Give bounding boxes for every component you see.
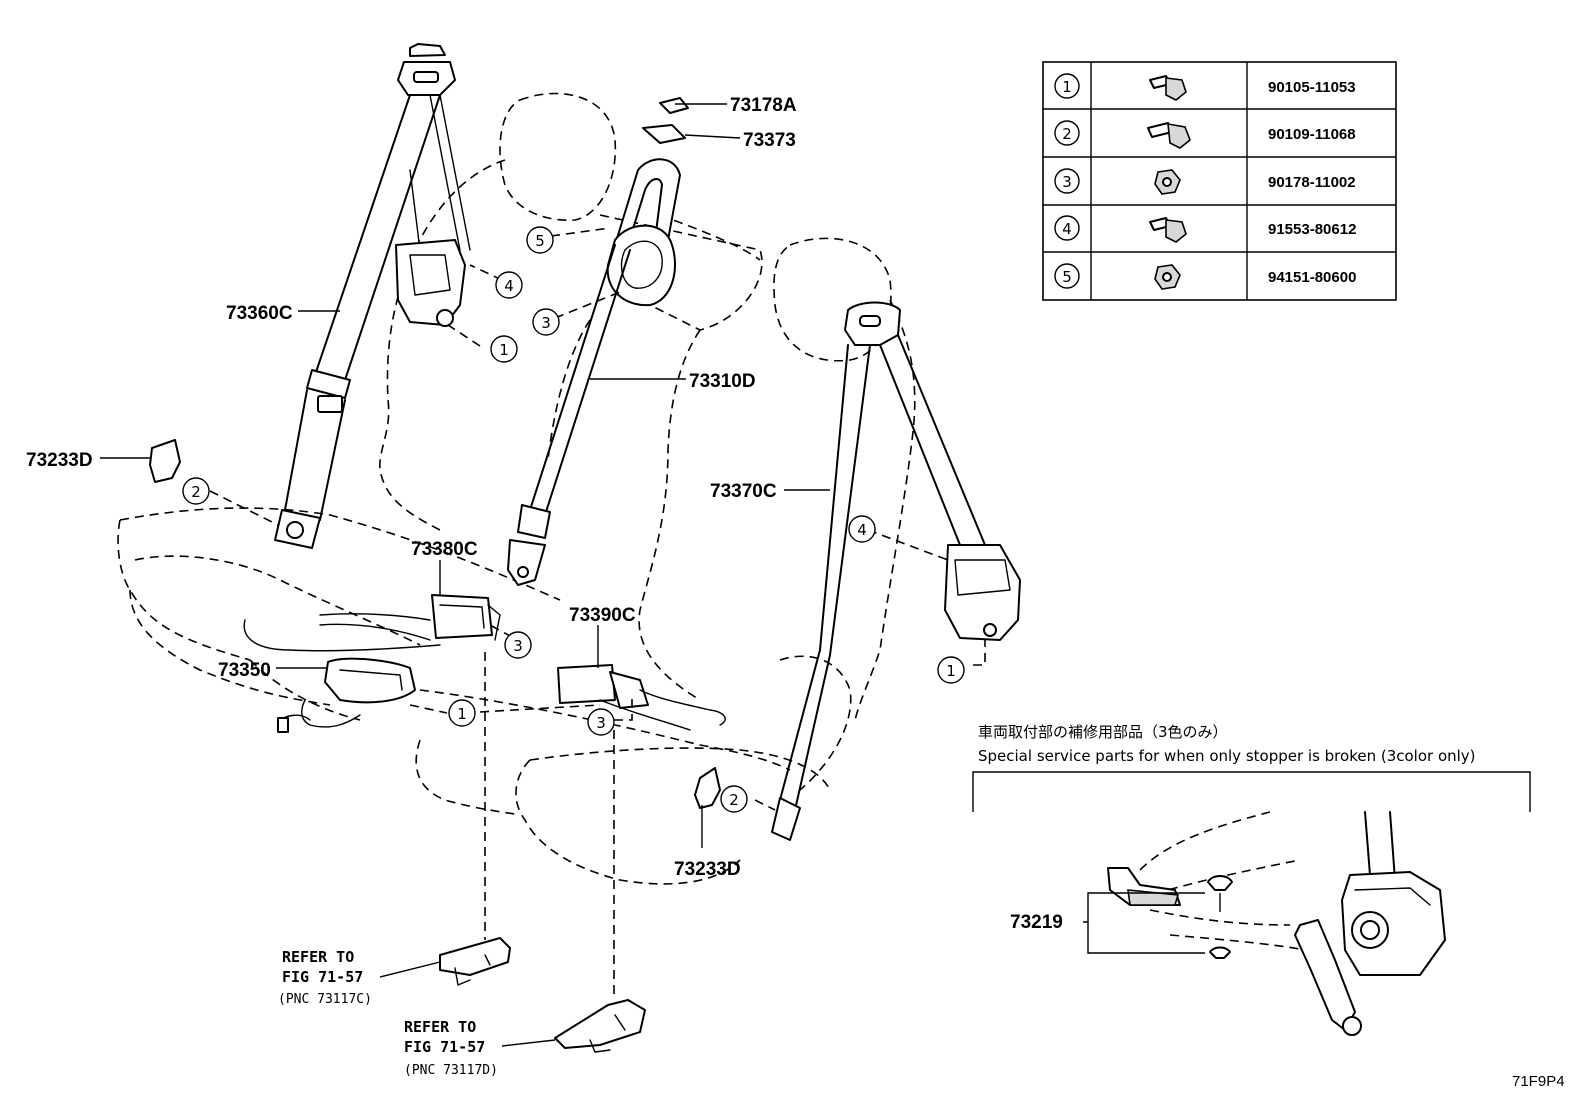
svg-text:2: 2 [729, 791, 739, 809]
bracket-73117D [554, 999, 646, 1053]
svg-text:3: 3 [596, 714, 606, 732]
cover-73233D-left [149, 439, 181, 483]
long-bolt-icon [1147, 122, 1191, 149]
label-73219: 73219 [1010, 912, 1063, 933]
cover-73373 [642, 124, 686, 144]
label-73178A: 73178A [730, 95, 797, 116]
svg-text:1: 1 [946, 662, 956, 680]
callout-2: 2 [720, 785, 748, 813]
service-note-jp: 車両取付部の補修用部品（3色のみ） [978, 723, 1228, 741]
refer-line3: (PNC 73117D) [404, 1063, 498, 1078]
svg-text:3: 3 [513, 637, 523, 655]
callout-3: 3 [587, 708, 615, 736]
svg-text:90178-11002: 90178-11002 [1268, 174, 1356, 191]
svg-text:94151-80600: 94151-80600 [1268, 269, 1356, 286]
svg-text:3: 3 [1062, 173, 1072, 191]
label-73233D-left: 73233D [26, 450, 93, 471]
flange-bolt-icon [1149, 75, 1187, 101]
svg-text:5: 5 [1062, 268, 1072, 286]
label-73310D: 73310D [689, 371, 756, 392]
callout-3: 3 [504, 631, 532, 659]
svg-text:90109-11068: 90109-11068 [1268, 126, 1356, 143]
svg-text:2: 2 [1062, 125, 1072, 143]
label-73350: 73350 [218, 660, 271, 681]
connector-lines [100, 103, 986, 1047]
buckle-73350 [277, 657, 416, 733]
svg-text:4: 4 [504, 277, 514, 295]
svg-text:2: 2 [191, 483, 201, 501]
fastener-row: 4 91553-80612 [1054, 215, 1356, 243]
fastener-row: 1 90105-11053 [1054, 73, 1356, 101]
callout-5: 5 [526, 226, 554, 254]
callout-4: 4 [848, 515, 876, 543]
svg-text:1: 1 [1062, 78, 1072, 96]
label-73370C: 73370C [710, 481, 777, 502]
refer-to-73117C: REFER TO FIG 71-57 (PNC 73117C) [278, 948, 372, 1007]
label-73373: 73373 [743, 130, 796, 151]
buckle-73390C [557, 664, 726, 731]
label-73390C: 73390C [569, 605, 636, 626]
svg-text:4: 4 [1062, 220, 1072, 238]
svg-text:1: 1 [499, 341, 509, 359]
refer-line1: REFER TO [282, 948, 354, 966]
nut-icon [1154, 169, 1181, 195]
svg-text:90105-11053: 90105-11053 [1268, 79, 1356, 96]
flange-bolt-icon [1149, 217, 1187, 243]
label-73233D-bottom: 73233D [674, 859, 741, 880]
buckle-73380C [243, 594, 501, 652]
label-73380C: 73380C [411, 539, 478, 560]
fastener-row: 5 94151-80600 [1054, 263, 1356, 290]
svg-text:3: 3 [541, 314, 551, 332]
callout-2: 2 [182, 477, 210, 505]
seat-belt-73370C [771, 301, 1021, 841]
fastener-row: 3 90178-11002 [1054, 168, 1356, 195]
part-labels: 73178A 73373 73360C 73310D 73233D 73370C… [26, 95, 1063, 933]
bracket-73117C [439, 937, 511, 986]
rear-seat-outline [117, 92, 916, 885]
callout-4: 4 [495, 271, 523, 299]
service-note-en: Special service parts for when only stop… [978, 747, 1476, 765]
refer-line3: (PNC 73117C) [278, 992, 372, 1007]
figure-code: 71F9P4 [1512, 1073, 1565, 1090]
seat-belt-73360C [274, 43, 471, 549]
svg-text:4: 4 [857, 521, 867, 539]
callouts: 5 4 3 1 2 4 3 1 1 3 2 [182, 226, 965, 813]
refer-line2: FIG 71-57 [404, 1038, 485, 1056]
refer-line1: REFER TO [404, 1018, 476, 1036]
seat-belt-73310D [507, 158, 681, 586]
fastener-row: 2 90109-11068 [1054, 120, 1356, 149]
cover-73233D-bottom [694, 767, 721, 809]
label-73360C: 73360C [226, 303, 293, 324]
callout-1: 1 [490, 335, 518, 363]
svg-text:1: 1 [457, 705, 467, 723]
callout-1: 1 [448, 699, 476, 727]
service-parts-inset: 車両取付部の補修用部品（3色のみ） Special service parts … [972, 723, 1531, 1036]
refer-line2: FIG 71-57 [282, 968, 363, 986]
cover-73178A [659, 97, 689, 114]
fastener-table: 1 90105-11053 2 90109-11068 3 [1042, 61, 1397, 301]
nut-icon [1154, 264, 1181, 290]
callout-3: 3 [532, 308, 560, 336]
callout-1: 1 [937, 656, 965, 684]
refer-to-73117D: REFER TO FIG 71-57 (PNC 73117D) [404, 1018, 498, 1078]
svg-text:5: 5 [535, 232, 545, 250]
svg-text:91553-80612: 91553-80612 [1268, 221, 1356, 238]
